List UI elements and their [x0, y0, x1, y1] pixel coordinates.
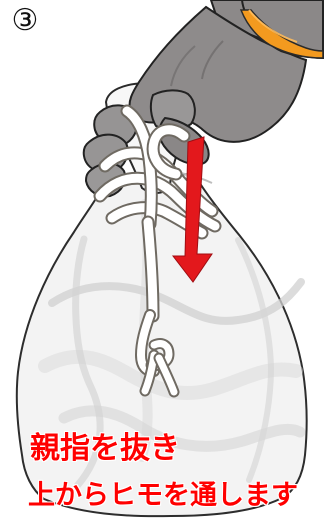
- instruction-line-2: 上からヒモを通します: [28, 482, 298, 509]
- instruction-line-1: 親指を抜き: [30, 434, 180, 464]
- instruction-caption: 親指を抜き 上からヒモを通します: [0, 416, 324, 526]
